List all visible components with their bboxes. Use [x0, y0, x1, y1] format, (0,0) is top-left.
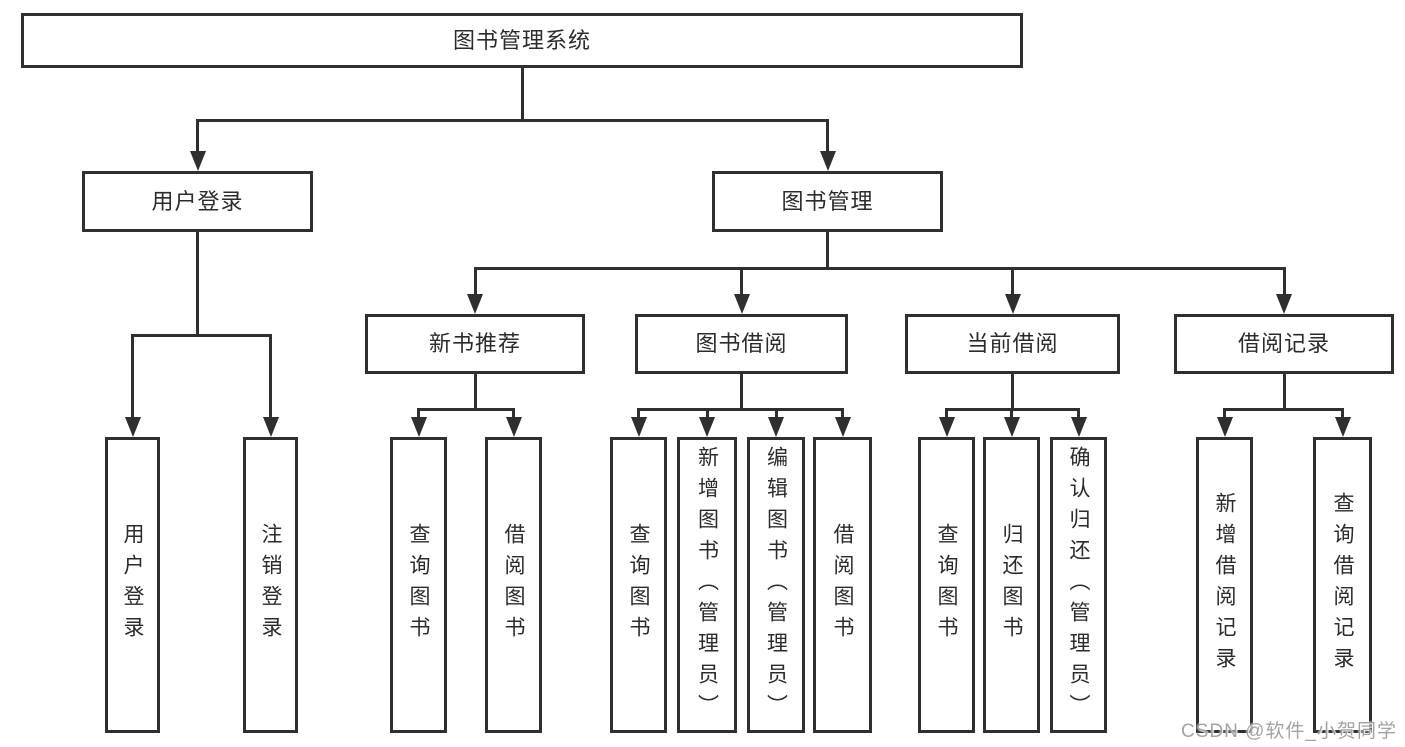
arrow-down-icon: [768, 417, 784, 437]
connector-line: [740, 374, 743, 409]
node-root-label: 图书管理系统: [452, 27, 591, 53]
node-user-login: 用户登录: [82, 171, 313, 232]
arrow-down-icon: [1334, 417, 1351, 437]
leaf-query-books-recommend-label: 查询图书: [407, 523, 430, 647]
connector-line: [131, 335, 134, 419]
node-book-borrow: 图书借阅: [635, 314, 848, 374]
arrow-down-icon: [733, 294, 750, 314]
connector-line: [520, 68, 524, 120]
connector-line: [473, 268, 477, 296]
node-current-borrow-label: 当前借阅: [966, 331, 1059, 356]
arrow-down-icon: [834, 417, 851, 437]
connector-line: [826, 232, 829, 268]
leaf-borrow-books-recommend: 借阅图书: [485, 437, 542, 733]
connector-line: [1011, 374, 1014, 409]
arrow-down-icon: [505, 417, 522, 437]
connector-line: [1010, 409, 1013, 419]
leaf-query-books-current: 查询图书: [918, 437, 975, 733]
arrow-down-icon: [819, 151, 836, 171]
leaf-query-borrow-record-label: 查询借阅记录: [1331, 492, 1354, 678]
connector-line: [1223, 407, 1344, 411]
leaf-add-books-admin-label: 新增图书（管理员）: [695, 445, 719, 725]
arrow-down-icon: [410, 417, 427, 437]
leaf-borrow-books: 借阅图书: [813, 437, 872, 733]
arrow-down-icon: [189, 151, 206, 171]
connector-line: [945, 409, 948, 419]
node-borrow-records-label: 借阅记录: [1237, 331, 1330, 356]
leaf-edit-books-admin: 编辑图书（管理员）: [747, 437, 805, 733]
leaf-logout-label: 注销登录: [259, 523, 282, 647]
connector-line: [512, 409, 515, 419]
leaf-query-books-current-label: 查询图书: [935, 523, 958, 647]
watermark: CSDN @软件_小贺同学: [1181, 721, 1397, 742]
arrow-down-icon: [1004, 294, 1021, 314]
connector-line: [473, 266, 1286, 270]
leaf-user-login-label: 用户登录: [121, 523, 144, 647]
connector-line: [417, 407, 515, 411]
leaf-query-books-borrow: 查询图书: [610, 437, 667, 733]
leaf-query-borrow-record: 查询借阅记录: [1313, 437, 1372, 733]
connector-line: [637, 409, 640, 419]
node-borrow-records: 借阅记录: [1174, 314, 1394, 374]
connector-line: [841, 409, 844, 419]
connector-line: [473, 374, 477, 409]
leaf-borrow-books-recommend-label: 借阅图书: [502, 523, 525, 647]
connector-line: [740, 268, 743, 296]
arrow-down-icon: [262, 417, 279, 437]
leaf-add-borrow-record-label: 新增借阅记录: [1213, 492, 1236, 678]
leaf-edit-books-admin-label: 编辑图书（管理员）: [764, 445, 788, 725]
leaf-add-borrow-record: 新增借阅记录: [1196, 437, 1253, 733]
connector-line: [705, 409, 709, 419]
connector-line: [417, 409, 420, 419]
leaf-logout: 注销登录: [243, 437, 298, 733]
arrow-down-icon: [938, 417, 955, 437]
node-book-management-label: 图书管理: [781, 188, 874, 214]
arrow-down-icon: [124, 417, 141, 437]
leaf-confirm-return-admin: 确认归还（管理员）: [1050, 437, 1107, 733]
arrow-down-icon: [1070, 417, 1087, 437]
connector-line: [196, 118, 829, 122]
arrow-down-icon: [467, 294, 483, 314]
connector-line: [269, 335, 272, 419]
connector-line: [1011, 268, 1014, 296]
leaf-query-books-borrow-label: 查询图书: [627, 523, 650, 647]
connector-line: [1282, 374, 1286, 409]
arrow-down-icon: [630, 417, 647, 437]
connector-line: [1282, 268, 1286, 296]
connector-line: [826, 120, 829, 153]
connector-line: [196, 232, 199, 335]
connector-line: [131, 333, 272, 337]
node-book-management: 图书管理: [712, 171, 943, 232]
arrow-down-icon: [1276, 294, 1292, 314]
node-current-borrow: 当前借阅: [905, 314, 1120, 374]
arrow-down-icon: [1216, 417, 1233, 437]
connector-line: [637, 407, 844, 411]
leaf-confirm-return-admin-label: 确认归还（管理员）: [1067, 445, 1090, 725]
leaf-return-books: 归还图书: [983, 437, 1040, 733]
arrow-down-icon: [1003, 417, 1020, 437]
leaf-borrow-books-label: 借阅图书: [831, 523, 854, 647]
leaf-add-books-admin: 新增图书（管理员）: [677, 437, 737, 733]
node-new-book-recommend-label: 新书推荐: [428, 331, 521, 356]
node-book-borrow-label: 图书借阅: [695, 331, 788, 356]
connector-line: [1077, 409, 1080, 419]
leaf-return-books-label: 归还图书: [1000, 523, 1023, 647]
leaf-query-books-recommend: 查询图书: [390, 437, 447, 733]
node-root: 图书管理系统: [21, 13, 1023, 68]
node-user-login-label: 用户登录: [151, 188, 244, 214]
leaf-user-login: 用户登录: [105, 437, 160, 733]
arrow-down-icon: [699, 417, 715, 437]
node-new-book-recommend: 新书推荐: [365, 314, 585, 374]
connector-line: [196, 120, 199, 153]
connector-line: [774, 409, 778, 419]
connector-line: [1341, 409, 1344, 419]
connector-line: [1223, 409, 1226, 419]
